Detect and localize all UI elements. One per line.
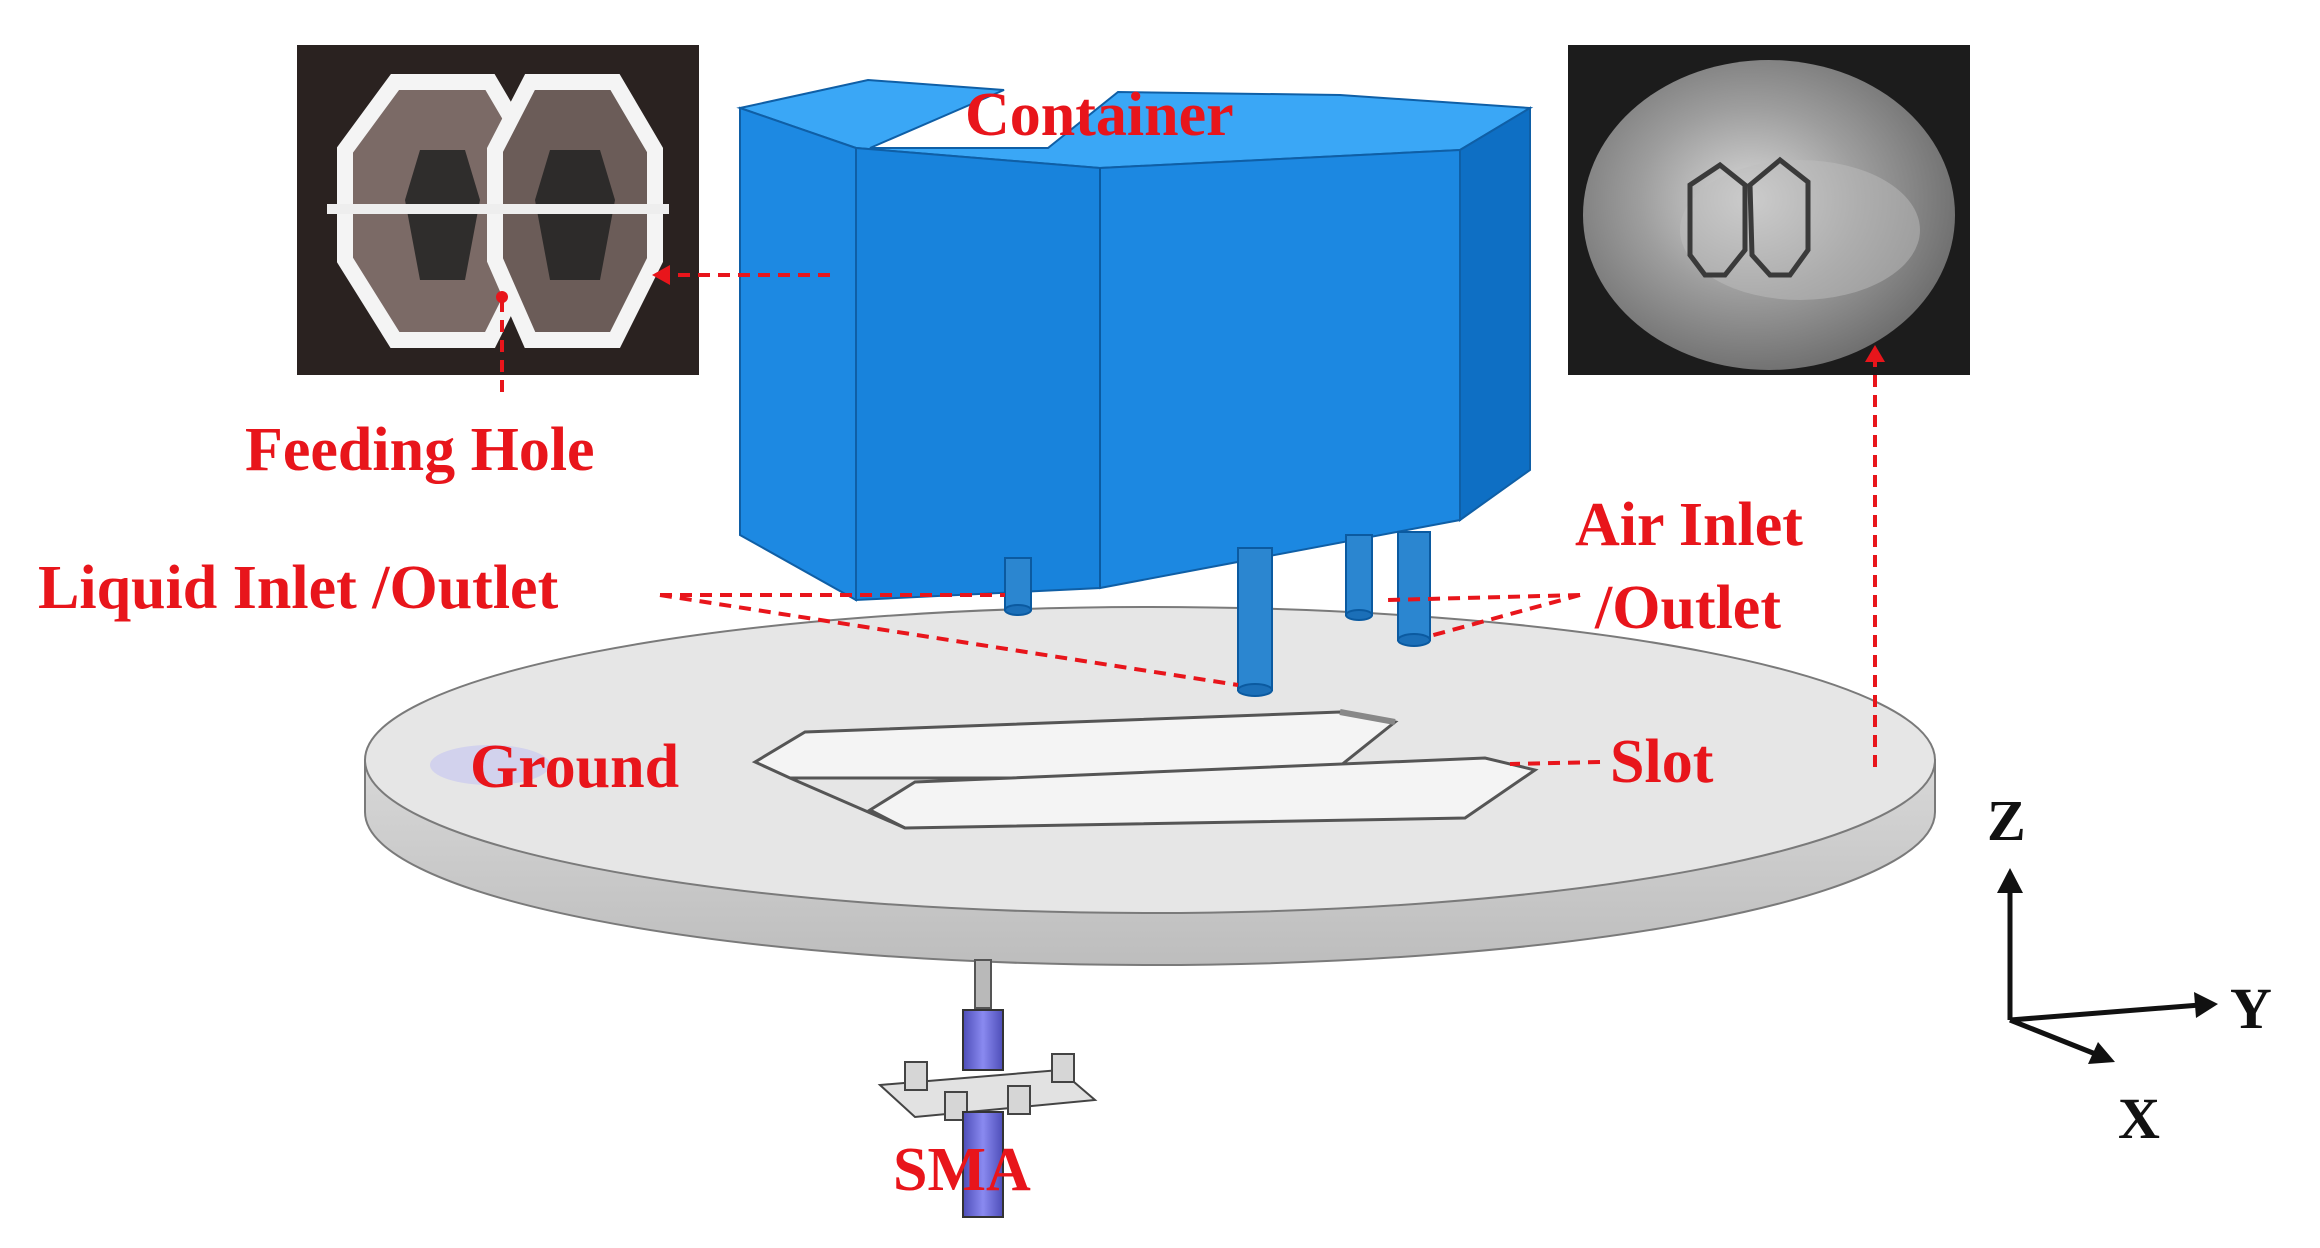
axis-x-label: X: [2118, 1086, 2160, 1151]
feeding-hole-label: Feeding Hole: [245, 416, 595, 484]
axis-y-label: Y: [2230, 976, 2272, 1041]
air-inlet-label: Air Inlet: [1575, 491, 1803, 559]
sma-label: SMA: [893, 1136, 1031, 1204]
air-outlet-label: /Outlet: [1594, 574, 1781, 642]
slot-label: Slot: [1610, 728, 1714, 796]
container-front-face: [855, 146, 1101, 602]
container-right-face: [1099, 148, 1461, 590]
liquid-pipe-short: [1004, 557, 1032, 611]
liquid-inlet-outlet-label: Liquid Inlet /Outlet: [38, 554, 559, 622]
container-left-face: [739, 106, 857, 602]
air-pipe-1: [1345, 534, 1373, 616]
container-side-face: [1459, 106, 1531, 522]
coordinate-axes: [1997, 868, 2218, 1064]
axis-z-label: Z: [1987, 788, 2026, 853]
air-pipe-2: [1397, 531, 1431, 641]
ground-plate: [364, 606, 1936, 966]
ground-label: Ground: [470, 733, 679, 801]
ground-plate-photo-icon: [1568, 45, 1970, 375]
container-photo-icon: [297, 45, 699, 375]
container-label: Container: [965, 81, 1234, 149]
slot-shape: [751, 709, 1539, 830]
pipes: [1004, 531, 1431, 697]
sma-connector: [877, 959, 1098, 1218]
annotation-arrowheads: [496, 265, 1885, 362]
container-3d: [736, 78, 1534, 602]
liquid-pipe-long: [1237, 547, 1273, 691]
annotation-lines: [500, 273, 1877, 770]
